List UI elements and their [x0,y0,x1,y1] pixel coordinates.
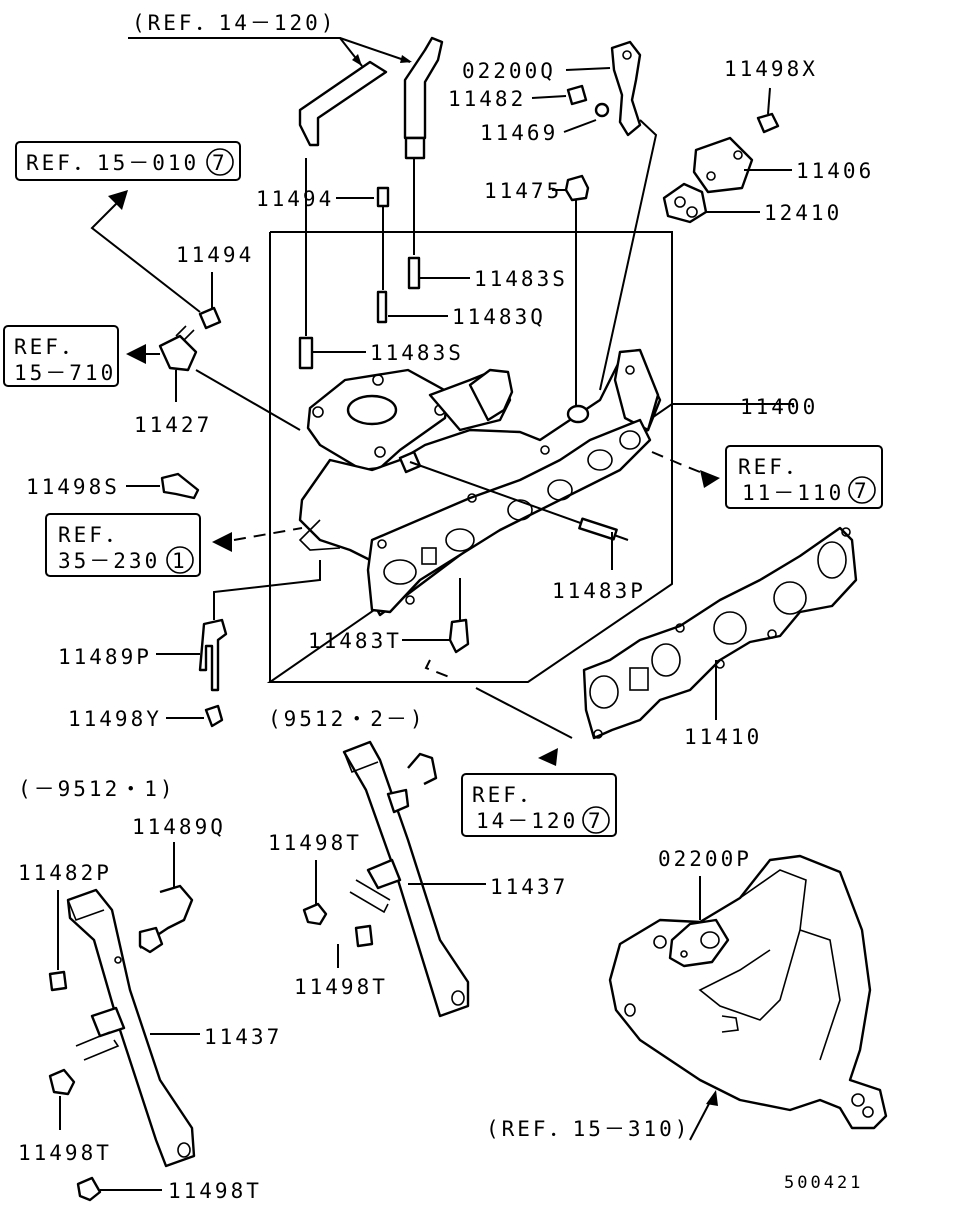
part-11482-label[interactable]: 11482 [448,87,526,111]
part-11489P-label[interactable]: 11489P [58,645,152,669]
bolt-11498Y-icon [204,704,224,728]
period-late-label: (9512・2－) [268,707,426,731]
period-early-label: (－9512・1) [18,777,176,801]
bolt-11498T-a-icon [302,902,328,926]
nut-11482-icon [566,84,588,106]
ref-35-230-line2: 35－230 [58,549,160,573]
part-11483Q-label[interactable]: 11483Q [452,305,546,329]
part-11475-label[interactable]: 11475 [484,179,562,203]
part-11400-label[interactable]: 11400 [740,395,818,419]
ref-11-110-line1: REF． [738,455,809,479]
ref-11-110-line2: 11－110 [742,481,844,505]
ref-35-230-line1: REF． [58,523,129,547]
ref-15-010-circle-num: 7 [212,151,228,175]
part-11483P-label[interactable]: 11483P [552,579,646,603]
part-11494-left-label[interactable]: 11494 [176,243,254,267]
stud-11483S-a-icon [407,256,421,290]
part-11498T-late-bottom-label[interactable]: 11498T [294,975,388,999]
part-11498T-late-top-label[interactable]: 11498T [268,831,362,855]
ref-11-110-circle-num: 7 [854,479,870,503]
bolt-11498T-d-icon [76,1176,102,1202]
stud-11494-icon [376,186,390,208]
part-11498T-early-a-label[interactable]: 11498T [18,1141,112,1165]
part-11410-label[interactable]: 11410 [684,725,762,749]
stay-11437-late-icon [342,740,470,1018]
ref-35-230-circle-num: 1 [172,549,188,573]
bracket-11489P-icon [198,618,228,692]
ref-15-010-label: REF．15－010 [26,151,199,175]
ref-15-310-label[interactable]: (REF．15－310) [486,1117,690,1141]
pcv-hose-icon [298,60,388,147]
ref-14-120-line2: 14－120 [476,809,578,833]
bracket-02200Q-icon [610,40,642,137]
ref-14-120-box[interactable] [461,773,617,837]
part-11498X-label[interactable]: 11498X [724,57,818,81]
ref-14-120-circle-num: 7 [588,809,604,833]
part-11483S-b-label[interactable]: 11483S [370,341,464,365]
part-11406-label[interactable]: 11406 [796,159,874,183]
bolt-11498T-c-icon [48,1068,76,1096]
bolt-11498T-b-icon [354,924,374,948]
nut-11475-icon [564,174,590,202]
part-11483S-a-label[interactable]: 11483S [474,267,568,291]
ref-14-120-top-label[interactable]: (REF．14－120) [132,11,336,35]
part-11494-top-label[interactable]: 11494 [256,187,334,211]
part-11483T-label[interactable]: 11483T [308,629,402,653]
breather-hose-icon [403,36,444,140]
stay-11437-early-icon [66,888,196,1168]
nut-11482P-icon [48,970,68,992]
part-11489Q-label[interactable]: 11489Q [132,815,226,839]
part-02200Q-label[interactable]: 02200Q [462,59,556,83]
part-11498T-early-b-label[interactable]: 11498T [168,1179,262,1203]
ref-15-710-line2: 15－710 [14,361,116,385]
stud-11483P-icon [578,517,618,541]
cover-11406-icon [692,136,754,194]
manifold-gasket-11410-icon [582,526,858,740]
part-11482P-label[interactable]: 11482P [18,861,112,885]
part-11437-late-label[interactable]: 11437 [490,875,568,899]
part-11469-label[interactable]: 11469 [480,121,558,145]
exhaust-manifold-icon [608,854,888,1130]
ref-11-110-box[interactable] [725,445,883,509]
part-11498S-label[interactable]: 11498S [26,475,120,499]
part-02200P-label[interactable]: 02200P [658,847,752,871]
part-12410-label[interactable]: 12410 [764,201,842,225]
ref-15-010-box[interactable] [15,141,241,181]
bolt-11498X-icon [756,112,780,134]
ref-14-120-line1: REF． [472,783,543,807]
sensor-11427-icon [158,334,198,372]
diagram-id: 500421 [784,1173,863,1193]
bolt-11498S-icon [160,472,200,500]
intake-manifold-11400-icon [298,348,662,617]
ref-14-120-leader [128,37,363,67]
washer-11469-icon [594,102,610,118]
part-11427-label[interactable]: 11427 [134,413,212,437]
stud-11483S-b-icon [298,336,314,370]
ref-35-230-box[interactable] [45,513,201,577]
assembly-outline [270,231,720,405]
cap-11494-icon [198,306,222,330]
ref-15-710-line1: REF． [14,335,85,359]
ref-15-710-box[interactable] [3,325,119,387]
stud-11483Q-icon [376,290,388,324]
part-11498Y-label[interactable]: 11498Y [68,707,162,731]
plug-11483T-icon [448,618,470,654]
part-11437-early-label[interactable]: 11437 [204,1025,282,1049]
